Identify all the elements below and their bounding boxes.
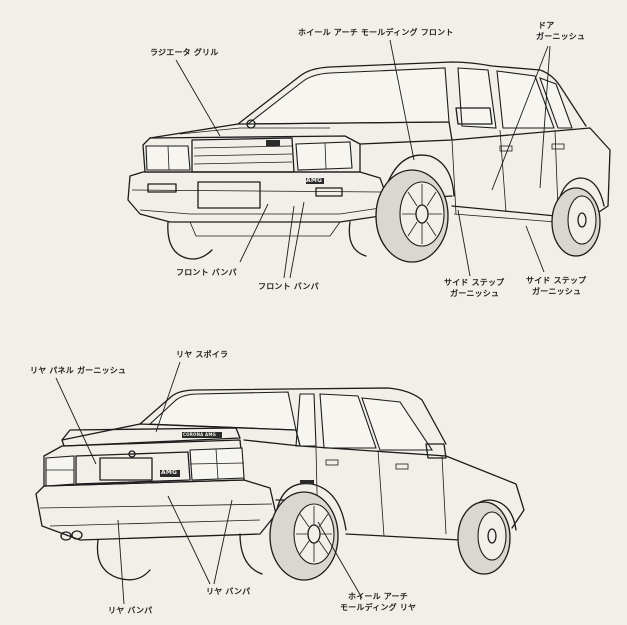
rear-car-drawing [35, 387, 525, 581]
label-front-bumper-2: フロント バンパ [258, 282, 319, 291]
front-car-drawing [127, 61, 611, 263]
front-right-headlight [295, 141, 353, 171]
leader-lines [55, 39, 551, 605]
rear-side-window-1 [295, 393, 317, 447]
label-wheel-arch-molding-rear-line2: モールディング リヤ [340, 603, 417, 612]
label-side-step-garnish-1-line1: サイド ステップ [444, 278, 505, 287]
front-amg-badge: AMG [306, 177, 323, 184]
front-license-plate [197, 181, 261, 209]
label-side-step-garnish-2-line1: サイド ステップ [526, 276, 587, 285]
label-rear-bumper-2: リヤ バンパ [108, 606, 153, 615]
front-side-window-2 [496, 70, 555, 129]
front-bumper-shape [127, 171, 389, 223]
front-side-window-3 [539, 77, 573, 129]
rear-license-plate [99, 457, 153, 481]
label-rear-spoiler: リヤ スポイラ [176, 350, 229, 359]
rear-bumper-shape [35, 479, 277, 541]
front-door-mirror [455, 107, 493, 125]
label-door-garnish-line1: ドア [538, 21, 555, 30]
label-side-step-garnish-1-line2: ガーニッシュ [450, 289, 500, 298]
front-left-headlight [145, 145, 191, 171]
rear-wheel-arch-molding-shape [275, 482, 347, 531]
label-radiator-grille: ラジエータ グリル [150, 48, 219, 57]
label-door-garnish-line2: ガーニッシュ [536, 32, 586, 41]
rear-side-window-2 [319, 393, 377, 449]
rear-side-window-3 [361, 397, 434, 451]
label-rear-panel-garnish: リヤ パネル ガーニッシュ [30, 366, 127, 375]
label-wheel-arch-molding-front: ホイール アーチ モールディング フロント [298, 28, 454, 37]
front-side-window-1 [457, 67, 497, 129]
rear-model-badge: CORONA AMG [183, 432, 217, 437]
rear-left-taillight [45, 455, 75, 487]
rear-back-window [148, 391, 297, 431]
label-wheel-arch-molding-rear-line1: ホイール アーチ [348, 592, 408, 601]
label-side-step-garnish-2-line2: ガーニッシュ [532, 287, 582, 296]
label-rear-bumper-1: リヤ バンパ [206, 587, 251, 596]
rear-panel-garnish-shape [75, 451, 191, 485]
rear-spoiler-shape [61, 427, 241, 447]
label-front-bumper-1: フロント バンパ [176, 268, 237, 277]
rear-amg-badge: AMG [161, 469, 178, 476]
front-windshield [246, 67, 450, 125]
